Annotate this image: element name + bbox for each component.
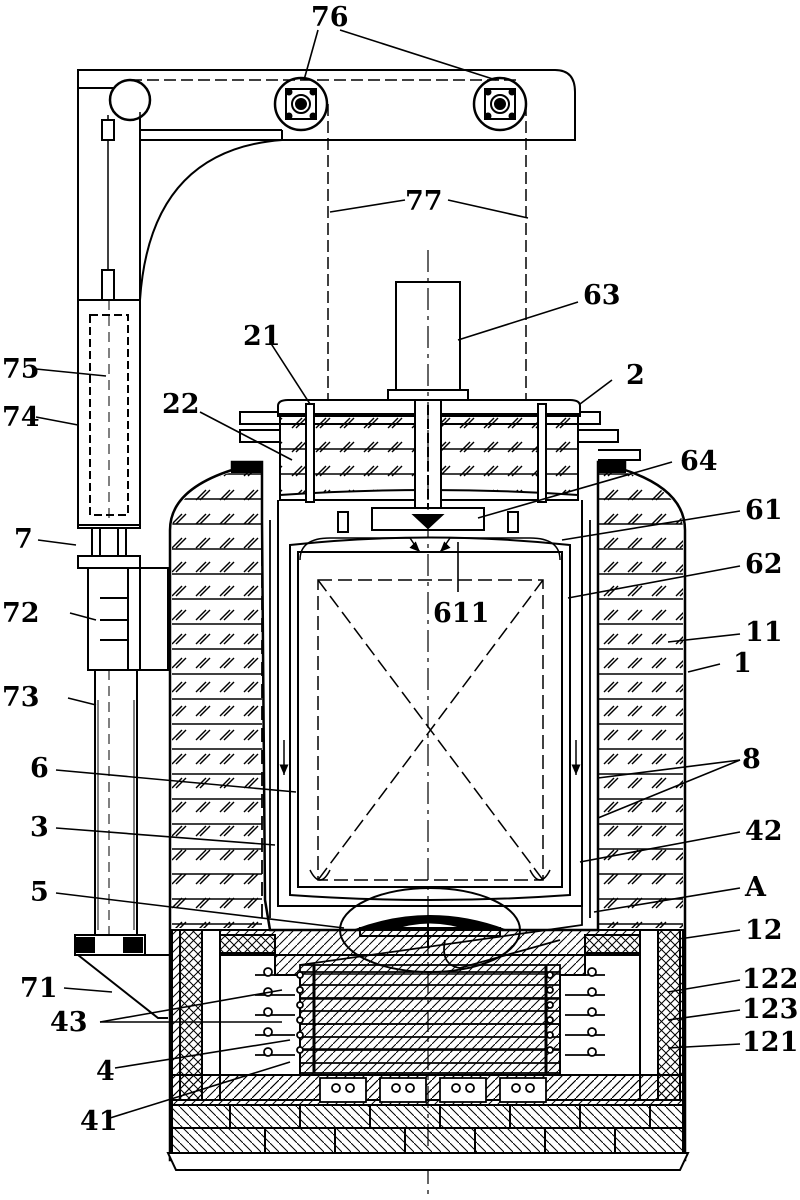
heating-coils xyxy=(255,900,605,1103)
label-21: 21 xyxy=(243,321,281,352)
label-75: 75 xyxy=(2,354,40,385)
label-3: 3 xyxy=(30,812,49,843)
label-A: A xyxy=(744,872,767,903)
rope-lines xyxy=(130,79,527,400)
label-71: 71 xyxy=(20,973,58,1004)
label-72: 72 xyxy=(2,598,40,629)
heater-strips xyxy=(261,520,599,918)
label-8: 8 xyxy=(742,744,761,775)
label-41: 41 xyxy=(80,1106,118,1137)
label-2: 2 xyxy=(626,360,645,391)
label-121: 121 xyxy=(742,1027,798,1058)
callout-labels: 76 77 63 21 2 22 75 74 64 61 7 62 611 72… xyxy=(2,2,798,1137)
label-62: 62 xyxy=(745,549,783,580)
label-42: 42 xyxy=(745,816,783,847)
label-123: 123 xyxy=(742,994,798,1025)
label-73: 73 xyxy=(2,682,40,713)
label-11: 11 xyxy=(745,617,783,648)
label-63: 63 xyxy=(583,280,621,311)
label-7: 7 xyxy=(14,524,33,555)
label-22: 22 xyxy=(162,389,200,420)
label-6: 6 xyxy=(30,753,49,784)
label-64: 64 xyxy=(680,446,718,477)
label-1: 1 xyxy=(733,648,752,679)
label-76: 76 xyxy=(311,2,349,33)
label-4: 4 xyxy=(96,1056,115,1087)
label-611: 611 xyxy=(433,598,489,629)
label-43: 43 xyxy=(50,1007,88,1038)
label-74: 74 xyxy=(2,402,40,433)
label-77: 77 xyxy=(405,186,443,217)
label-61: 61 xyxy=(745,495,783,526)
label-122: 122 xyxy=(742,964,798,995)
pulley-right xyxy=(472,76,528,132)
inner-container xyxy=(277,250,583,1200)
label-12: 12 xyxy=(745,915,783,946)
pulley-left xyxy=(273,76,329,132)
leader-lines xyxy=(35,29,741,1119)
label-5: 5 xyxy=(30,877,49,908)
